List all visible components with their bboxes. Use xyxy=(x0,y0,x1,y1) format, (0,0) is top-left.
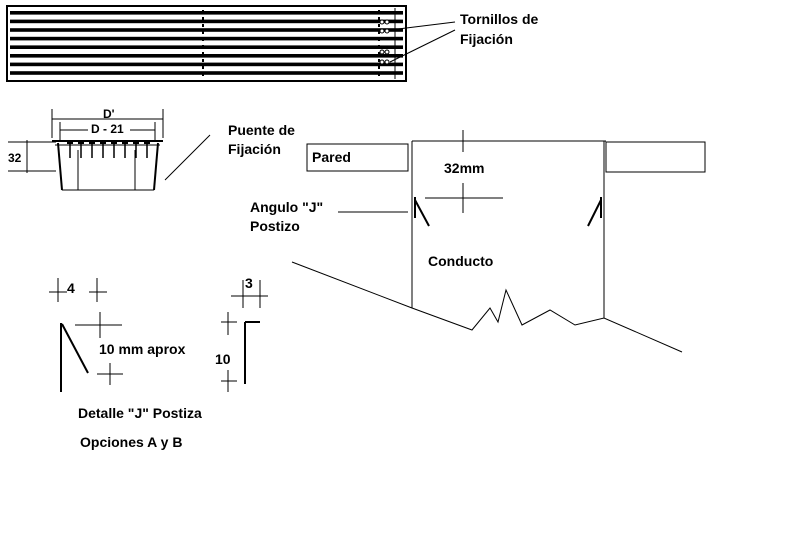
grille-dot xyxy=(202,31,204,34)
j-profile-b xyxy=(244,321,260,384)
screw-icon xyxy=(384,28,390,34)
screw-icon xyxy=(384,49,390,55)
leader-puente xyxy=(164,134,211,181)
grille-dot xyxy=(378,38,380,41)
label-opciones-a-y-b: Opciones A y B xyxy=(80,434,182,450)
grille-dot xyxy=(202,10,204,13)
break-line xyxy=(291,261,683,353)
label-dim-3: 3 xyxy=(245,275,253,291)
grille-slat xyxy=(10,62,403,67)
label-detalle-j-postiza: Detalle "J" Postiza xyxy=(78,405,202,421)
label-puente-line1: Puente de xyxy=(228,122,295,138)
grille-dot xyxy=(202,17,204,20)
grille-dot xyxy=(202,73,204,76)
screw-icon xyxy=(379,28,385,34)
grille-slat xyxy=(10,71,403,75)
wall-left xyxy=(306,143,409,172)
grille-center-dots xyxy=(202,10,380,76)
j-profile-a xyxy=(60,323,89,392)
label-angulo-line1: Angulo "J" xyxy=(250,199,323,215)
label-dim-10mm-aprox: 10 mm aprox xyxy=(99,341,186,357)
grille-dot xyxy=(202,38,204,41)
screw-icon xyxy=(384,19,390,25)
label-dim-4: 4 xyxy=(67,280,75,296)
grille-dot xyxy=(202,66,204,69)
screw-column xyxy=(379,19,390,65)
label-dim-32: 32 xyxy=(8,151,22,165)
label-pared: Pared xyxy=(312,149,351,165)
grille-dot xyxy=(378,17,380,20)
leader-tornillos-1 xyxy=(389,21,456,31)
j-angle-left xyxy=(414,197,430,227)
label-puente-line2: Fijación xyxy=(228,141,281,157)
grille-slat xyxy=(10,36,403,41)
screw-icon xyxy=(379,59,385,65)
leader-tornillos-2 xyxy=(389,29,456,63)
screw-icon xyxy=(379,19,385,25)
grille-bars xyxy=(10,11,403,75)
grille-dot xyxy=(378,31,380,34)
label-dim-d-minus-21: D - 21 xyxy=(91,122,124,136)
j-detail-option-a xyxy=(49,278,123,392)
label-tornillos-line1: Tornillos de xyxy=(460,11,539,27)
grille-slat xyxy=(10,54,403,58)
grille-dot xyxy=(378,52,380,55)
cross-section-detail xyxy=(8,109,211,191)
grille-dot xyxy=(378,66,380,69)
grille-slat xyxy=(10,28,403,32)
label-conducto: Conducto xyxy=(428,253,493,269)
grille-dot xyxy=(378,73,380,76)
label-dim-32mm: 32mm xyxy=(444,160,484,176)
label-dim-d-prime: D' xyxy=(103,107,115,121)
wall-duct-section xyxy=(291,130,706,353)
grille-dot xyxy=(378,24,380,27)
screw-icon xyxy=(384,59,390,65)
section-screws xyxy=(67,142,150,158)
grille-slat xyxy=(10,19,403,24)
grille-top-view xyxy=(6,5,456,82)
grille-dot xyxy=(202,52,204,55)
j-detail-option-b xyxy=(221,280,268,392)
grille-dot xyxy=(202,24,204,27)
grille-dot xyxy=(378,45,380,48)
screw-icon xyxy=(379,49,385,55)
grille-slat xyxy=(10,11,403,15)
grille-slat xyxy=(10,45,403,49)
grille-dot xyxy=(378,10,380,13)
wall-right xyxy=(605,141,706,173)
label-angulo-line2: Postizo xyxy=(250,218,300,234)
label-tornillos-line2: Fijación xyxy=(460,31,513,47)
j-angle-right xyxy=(587,197,602,227)
grille-dot xyxy=(202,45,204,48)
grille-dot xyxy=(378,59,380,62)
label-dim-10: 10 xyxy=(215,351,231,367)
grille-dot xyxy=(202,59,204,62)
